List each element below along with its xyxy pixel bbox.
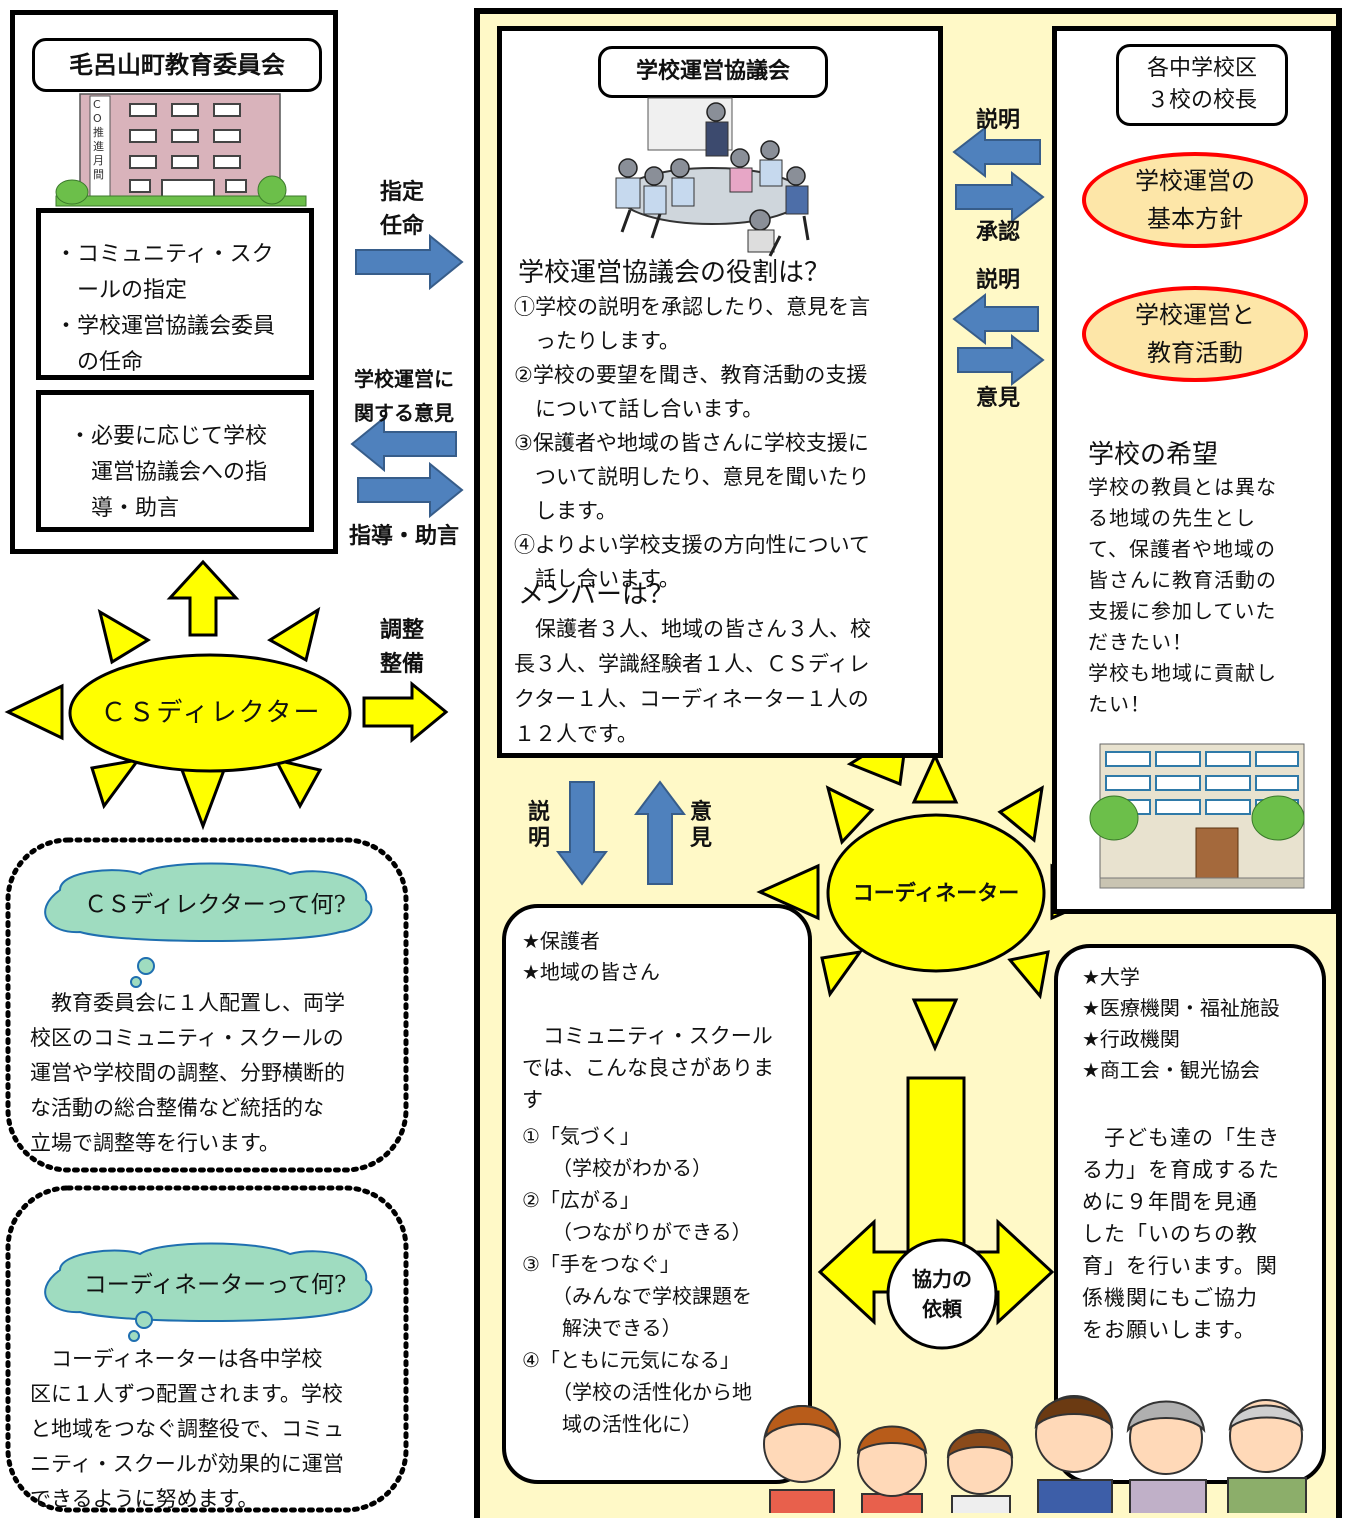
cs-ray-right-arrow bbox=[362, 680, 449, 744]
cs-director-description: 教育委員会に１人配置し、両学 校区のコミュニティ・スクールの 運営や学校間の調整… bbox=[30, 991, 345, 1155]
cs-ray-left bbox=[4, 683, 64, 741]
council-title: 学校運営協議会 bbox=[598, 46, 828, 98]
coordinator-label: コーディネーター bbox=[852, 881, 1020, 905]
board-duties-box: ・コミュニティ・スク ールの指定 ・学校運営協議会委員 の任命 bbox=[36, 208, 314, 380]
council-members: 保護者３人、地域の皆さん３人、校 長３人、学識経験者１人、ＣＳディレ クター１人… bbox=[514, 617, 871, 746]
community-intro: コミュニティ・スクール では、こんな良さがありま す bbox=[522, 1024, 774, 1112]
council-roles: ①学校の説明を承認したり、意見を言 ったりします。 ②学校の要望を聞き、教育活動… bbox=[514, 295, 871, 591]
coordinator-cloud-title: コーディネーターって何? bbox=[83, 1272, 347, 1298]
coord-cloud-bubble-2 bbox=[128, 1330, 140, 1342]
cs-ray-ul bbox=[97, 608, 151, 665]
coord-cloud-shape bbox=[44, 1242, 373, 1322]
label-explain-1: 説明 bbox=[975, 108, 1020, 133]
coord-ray-up bbox=[911, 752, 959, 804]
cs-cloud-bubble-2 bbox=[130, 976, 142, 988]
arrow-guidance-right bbox=[357, 461, 464, 519]
label-guidance-advice: 指導・助言 bbox=[348, 524, 459, 549]
policy-oval: 学校運営の 基本方針 bbox=[1082, 152, 1308, 248]
coord-ray-ul bbox=[825, 785, 875, 846]
partners-members: ★大学 ★医療機関・福祉施設 ★行政機関 ★商工会・観光協会 bbox=[1082, 965, 1280, 1082]
partners-box bbox=[1054, 944, 1326, 1484]
community-box bbox=[502, 904, 812, 1484]
partners-message: 子ども達の「生き る力」を育成するた めに９年間を見通 した「いのちの教 育」を… bbox=[1082, 1126, 1280, 1342]
label-approve: 承認 bbox=[975, 220, 1020, 245]
arrow-opinion1-right bbox=[957, 333, 1045, 387]
board-guidance-box: ・必要に応じて学校 運営協議会への指 導・助言 bbox=[36, 390, 314, 532]
arrow-approve-right bbox=[955, 170, 1045, 224]
cooperation-circle bbox=[886, 1238, 998, 1350]
board-title: 毛呂山町教育委員会 bbox=[32, 38, 322, 92]
label-explain-2: 説明 bbox=[975, 268, 1020, 293]
cs-ray-dr bbox=[273, 757, 323, 810]
cs-cloud-bubble-1 bbox=[137, 957, 155, 975]
cooperation-stem bbox=[906, 1076, 966, 1270]
coordinator-description: コーディネーターは各中学校 区に１人ずつ配置されます。学校 と地域をつなぐ調整役… bbox=[30, 1347, 345, 1511]
cs-director-label: ＣＳディレクター bbox=[100, 698, 322, 728]
coord-ray-down bbox=[911, 998, 959, 1052]
label-opinion-operation: 学校運営に 関する意見 bbox=[354, 367, 454, 425]
wish-heading: 学校の希望 bbox=[1088, 440, 1219, 470]
cs-ray-dl bbox=[90, 757, 142, 810]
arrow-opinion-left bbox=[350, 415, 457, 473]
arrow-explain1-left bbox=[952, 125, 1041, 179]
board-building-sign: CO推進月間 bbox=[93, 98, 104, 181]
arrow-explain2-left bbox=[952, 292, 1039, 346]
wish-text: 学校の教員とは異な る地域の先生とし て、保護者や地域の 皆さんに教育活動の 支… bbox=[1088, 475, 1277, 716]
cs-director-sun bbox=[68, 653, 352, 773]
principals-title: 各中学校区 ３校の校長 bbox=[1116, 44, 1288, 126]
label-designate: 指定 任命 bbox=[379, 180, 424, 239]
arrow-explain-down bbox=[556, 781, 608, 886]
label-explain-vertical: 説 明 bbox=[527, 800, 550, 851]
label-adjust: 調整 整備 bbox=[379, 618, 424, 677]
cs-cloud-shape bbox=[44, 862, 373, 942]
coordinator-sun bbox=[826, 813, 1046, 973]
cs-ray-ur bbox=[267, 606, 321, 663]
council-role-heading: 学校運営協議会の役割は？ bbox=[518, 258, 831, 288]
education-oval: 学校運営と 教育活動 bbox=[1082, 286, 1308, 382]
coord-ray-left bbox=[756, 863, 820, 921]
coord-ray-dr bbox=[1007, 950, 1050, 1000]
label-opinion-vertical: 意 見 bbox=[689, 800, 712, 851]
coord-ray-ur bbox=[997, 785, 1044, 843]
arrow-opinion-up bbox=[634, 780, 686, 885]
council-member-heading: メンバーは？ bbox=[518, 580, 675, 610]
arrow-designate-right bbox=[355, 233, 464, 291]
cs-ray-up-arrow bbox=[166, 559, 240, 637]
cs-director-cloud-title: ＣＳディレクターって何? bbox=[84, 892, 346, 918]
community-members: ★保護者 ★地域の皆さん bbox=[522, 929, 660, 984]
cooperation-label: 協力の 依頼 bbox=[912, 1267, 972, 1321]
coord-cloud-bubble-1 bbox=[135, 1311, 153, 1329]
label-opinion-1: 意見 bbox=[975, 386, 1020, 411]
community-benefits: ①「気づく」 （学校がわかる） ②「広がる」 （つながりができる） ③「手をつな… bbox=[522, 1124, 752, 1436]
coord-ray-dl bbox=[820, 949, 864, 998]
